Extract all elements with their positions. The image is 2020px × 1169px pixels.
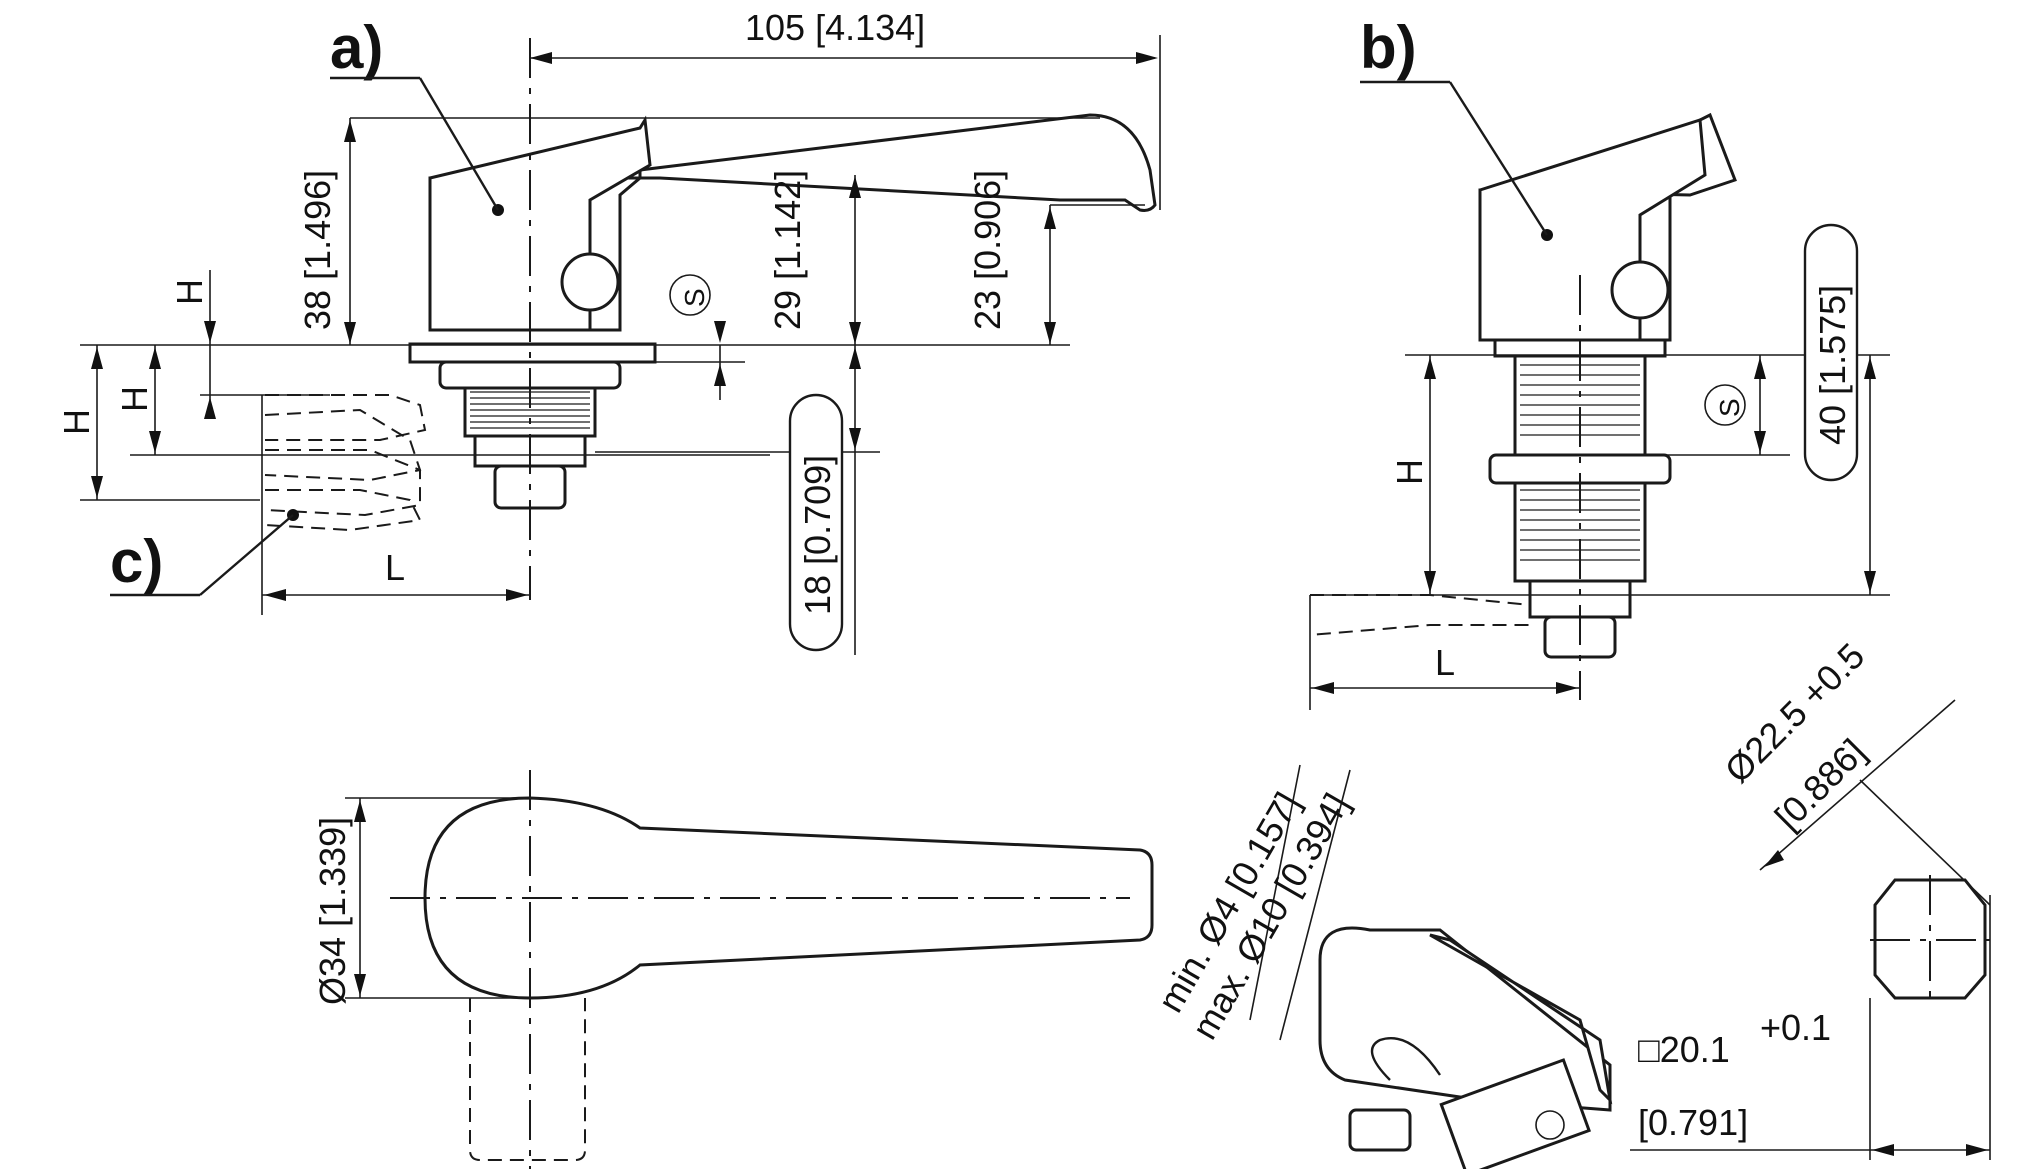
handle-top-ghost	[469, 998, 586, 1161]
handle-b-cam-ghost	[1309, 594, 1531, 636]
handle-b-lock-cylinder	[1610, 260, 1670, 320]
padlock-view	[1318, 926, 1613, 1169]
dims-view-a: 105 [4.134] 38 [1.496] 29 [1.142] 23 [0.…	[56, 7, 1161, 655]
iso-lever	[1429, 933, 1613, 1105]
label-a: a)	[330, 14, 383, 81]
dim-l-b: L	[1435, 642, 1455, 683]
label-c: c)	[110, 528, 163, 595]
dim-40: 40 [1.575]	[1812, 285, 1853, 445]
dim-23: 23 [0.906]	[967, 170, 1008, 330]
dim-20-1-tol: +0.1	[1760, 1007, 1831, 1048]
s-symbol-b-text: S	[1714, 398, 1745, 417]
view-b	[1309, 112, 1737, 700]
dim-20-1-inch: [0.791]	[1638, 1102, 1748, 1143]
handle-a-lock-cylinder	[560, 252, 620, 312]
cutout: Ø22.5 +0.5 [0.886] □20.1 +0.1 [0.791]	[1630, 635, 1991, 1160]
handle-a-lever	[428, 115, 652, 332]
view-a	[264, 38, 1157, 600]
dim-h-b: H	[1389, 459, 1430, 485]
dim-l-a: L	[385, 547, 405, 588]
s-symbol-a-text: S	[679, 288, 710, 307]
top-view: Ø34 [1.339]	[312, 770, 1154, 1169]
dims-view-b: H S 40 [1.575] L	[1309, 223, 1890, 710]
dim-29: 29 [1.142]	[767, 170, 808, 330]
iso-padlock-keyhole	[1535, 1110, 1565, 1140]
iso-padlock-body	[1439, 1058, 1591, 1169]
iso-padlock-shackle	[1370, 1037, 1441, 1081]
dim-h-1: H	[169, 279, 210, 305]
dim-h-3: H	[56, 409, 97, 435]
dim-h-2: H	[114, 386, 155, 412]
iso-nut	[1348, 1108, 1412, 1152]
dim-34: Ø34 [1.339]	[312, 817, 353, 1005]
view-c-cam-ghosts	[264, 394, 427, 532]
handle-b-lever	[1478, 118, 1707, 342]
dim-18-bubble	[788, 393, 844, 652]
dim-40-bubble	[1803, 223, 1859, 482]
label-b: b)	[1360, 14, 1417, 81]
dim-105: 105 [4.134]	[745, 7, 925, 48]
dim-18: 18 [0.709]	[797, 455, 838, 615]
s-symbol-b	[1704, 384, 1746, 426]
iso-handle-body	[1318, 926, 1612, 1112]
dim-20-1: □20.1	[1638, 1029, 1730, 1070]
handle-a-base-plate	[408, 342, 657, 364]
s-symbol-a	[669, 274, 711, 316]
dim-38: 38 [1.496]	[297, 170, 338, 330]
